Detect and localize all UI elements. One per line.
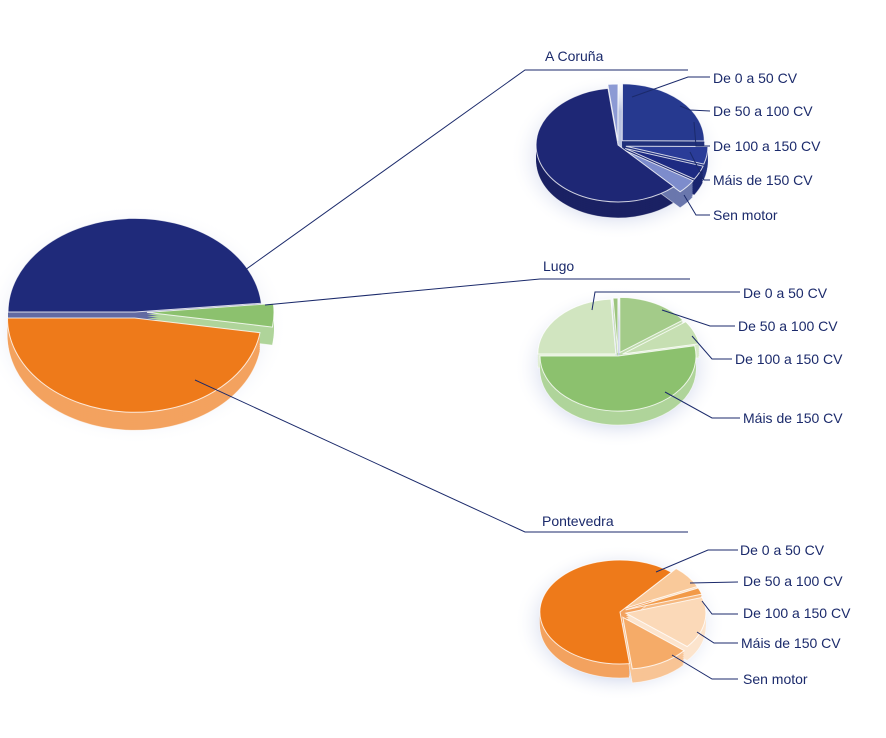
leader-coruna-100-150 xyxy=(693,121,710,147)
label-pont-mais-150: Máis de 150 CV xyxy=(741,635,841,651)
leader-pont-0-50 xyxy=(655,549,738,573)
leader-lugo-100-150 xyxy=(691,335,732,360)
title-lugo: Lugo xyxy=(543,258,575,274)
slice-de-0-a-50-cv xyxy=(537,298,617,355)
slice-de-0-a-50-cv xyxy=(539,559,673,665)
slice-de-50-a-100-cv xyxy=(624,567,699,609)
slice-de-50-a-100-cv xyxy=(621,83,705,142)
leader-coruna-mais-150 xyxy=(689,151,710,181)
label-pont-0-50: De 0 a 50 CV xyxy=(740,542,825,558)
slice-sen-motor xyxy=(622,616,686,670)
connector-coruna xyxy=(244,69,688,271)
pie-coruna xyxy=(535,83,709,219)
leader-coruna-0-50 xyxy=(631,76,710,98)
label-lugo-50-100: De 50 a 100 CV xyxy=(738,318,838,334)
label-lugo-mais-150: Máis de 150 CV xyxy=(743,410,843,426)
label-pont-50-100: De 50 a 100 CV xyxy=(743,573,843,589)
label-lugo-100-150: De 100 a 150 CV xyxy=(735,351,843,367)
slice-sen-motor xyxy=(623,149,695,193)
pie-pontevedra xyxy=(539,559,707,684)
label-pont-100-150: De 100 a 150 CV xyxy=(743,605,851,621)
leader-coruna-sen-motor xyxy=(683,194,710,216)
leader-pont-100-150 xyxy=(701,600,738,615)
pie-total xyxy=(6,217,275,431)
leader-lugo-mais-150 xyxy=(664,391,740,419)
slice-de-100-a-150-cv xyxy=(625,145,709,165)
slice-m-is-de-150-cv xyxy=(539,345,697,412)
label-pont-sen-motor: Sen motor xyxy=(743,671,808,687)
label-coruna-mais-150: Máis de 150 CV xyxy=(713,172,813,188)
title-coruna: A Coruña xyxy=(545,48,604,64)
slice-lugo xyxy=(146,302,275,328)
leader-lugo-50-100 xyxy=(661,309,735,327)
leader-pont-mais-150 xyxy=(696,631,738,644)
label-lugo-0-50: De 0 a 50 CV xyxy=(743,285,828,301)
label-coruna-100-150: De 100 a 150 CV xyxy=(713,138,821,154)
slice-m-is-de-150-cv xyxy=(624,596,707,648)
connector-lugo xyxy=(264,278,690,306)
pie-lugo xyxy=(537,296,700,426)
connector-pontevedra xyxy=(194,379,688,533)
slice-unlabeled xyxy=(535,87,675,203)
leader-lines xyxy=(194,69,740,680)
label-coruna-sen-motor: Sen motor xyxy=(713,207,778,223)
slice-pontevedra xyxy=(6,317,261,413)
slice-unlabeled xyxy=(612,297,619,354)
leader-coruna-50-100 xyxy=(679,105,711,112)
label-coruna-50-100: De 50 a 100 CV xyxy=(713,103,813,119)
slice-a-coru-a xyxy=(7,217,262,313)
label-coruna-0-50: De 0 a 50 CV xyxy=(713,70,798,86)
slice-m-is-de-150-cv xyxy=(625,147,704,180)
slice-de-100-a-150-cv xyxy=(625,587,703,611)
slice-de-50-a-100-cv xyxy=(619,296,684,354)
title-pontevedra: Pontevedra xyxy=(542,513,614,529)
leader-lugo-0-50 xyxy=(591,291,740,311)
slice-de-0-a-50-cv xyxy=(607,83,619,142)
leader-pont-50-100 xyxy=(689,581,739,584)
leader-pont-sen-motor xyxy=(671,654,738,680)
